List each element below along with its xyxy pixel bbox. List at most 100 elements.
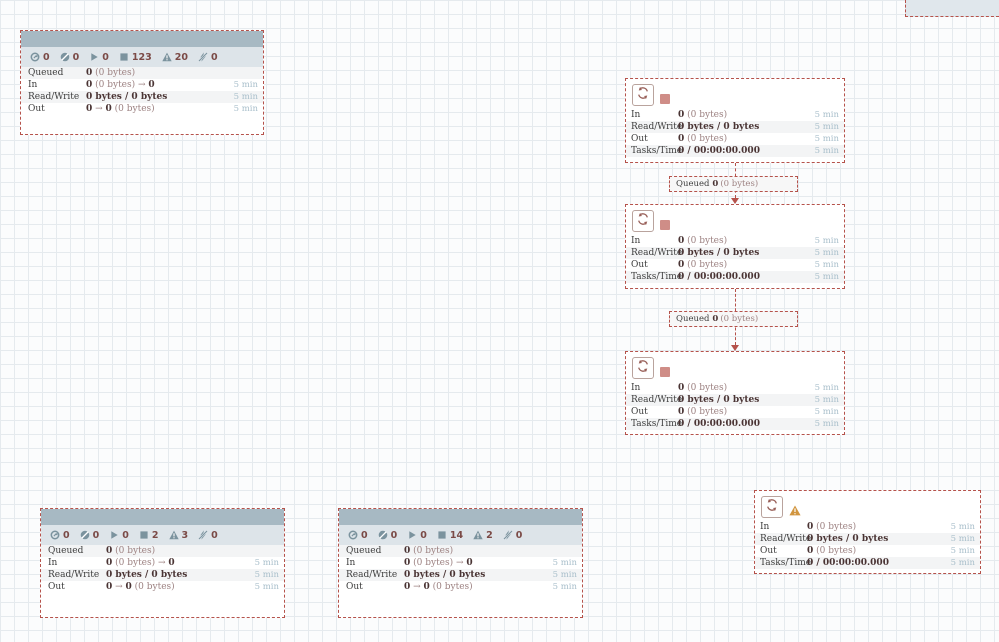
row-value: 0 / 00:00:00.000	[678, 418, 760, 430]
row-time-window: 5 min	[233, 104, 258, 114]
row-value-part: 0 bytes / 0 bytes	[678, 248, 760, 258]
transmitting-icon	[50, 530, 60, 540]
row-label: In	[760, 522, 770, 532]
count-disabled: 0	[210, 51, 218, 63]
row-value-part: 0	[678, 134, 685, 144]
processor-header	[626, 352, 844, 382]
row-value-part: 0	[678, 260, 685, 270]
row-time-window: 5 min	[950, 534, 975, 544]
row-label: In	[631, 110, 641, 120]
status-disabled: 0	[198, 530, 218, 541]
stat-row: Queued 0 (0 bytes)	[339, 545, 582, 557]
row-value-part: 0	[807, 546, 814, 556]
row-time-window: 5 min	[950, 522, 975, 532]
row-label: In	[48, 558, 58, 568]
row-label: Queued	[346, 546, 382, 556]
count-invalid: 3	[181, 529, 189, 541]
row-time-window: 5 min	[552, 558, 577, 568]
row-value: 0 (0 bytes)	[678, 259, 727, 271]
row-value-part: 0	[678, 110, 685, 120]
row-label: In	[346, 558, 356, 568]
row-value-part: (0 bytes)	[92, 68, 136, 78]
running-icon	[109, 530, 119, 540]
row-value-part: 0	[678, 236, 685, 246]
row-value: 0 bytes / 0 bytes	[678, 247, 759, 259]
row-value: 0 (0 bytes)	[86, 67, 135, 79]
status-not_transmitting: 0	[80, 529, 100, 541]
row-value-part: 0 bytes / 0 bytes	[404, 570, 486, 580]
row-value: 0 (0 bytes)	[807, 545, 856, 557]
row-value: 0 bytes / 0 bytes	[678, 121, 759, 133]
status-not_transmitting: 0	[378, 530, 397, 541]
row-value-part: 0	[86, 68, 93, 78]
row-label: In	[631, 383, 641, 393]
row-time-window: 5 min	[950, 546, 975, 556]
row-time-window: 5 min	[233, 92, 258, 102]
row-value-part: 0 bytes / 0 bytes	[86, 92, 168, 102]
refresh-icon	[635, 211, 651, 231]
row-label: Tasks/Time	[760, 558, 812, 568]
status-stopped: 2	[139, 530, 159, 541]
row-time-window: 5 min	[552, 570, 577, 580]
count-running: 0	[420, 529, 427, 541]
count-transmitting: 0	[361, 529, 368, 541]
row-value: 0 (0 bytes)	[678, 382, 727, 394]
stopped-icon	[119, 52, 129, 62]
row-value: 0 (0 bytes)	[678, 109, 727, 121]
invalid-icon	[168, 530, 179, 540]
row-time-window: 5 min	[552, 582, 577, 592]
row-label: Queued	[28, 68, 64, 78]
invalid-state-icon	[789, 501, 801, 516]
row-label: Out	[631, 260, 648, 270]
row-value-part: 0	[678, 407, 685, 417]
row-label: Read/Write	[760, 534, 812, 544]
row-value-part: 0 / 00:00:00.000	[678, 146, 760, 156]
status-invalid: 3	[168, 529, 189, 541]
row-value-part: 0	[404, 546, 411, 556]
running-icon	[89, 52, 99, 62]
row-label: Read/Write	[28, 92, 80, 102]
row-time-window: 5 min	[814, 248, 839, 258]
partial-component[interactable]	[905, 0, 999, 17]
row-value: 0 (0 bytes)	[678, 406, 727, 418]
status-transmitting: 0	[30, 52, 50, 63]
processor-type-icon-box	[761, 496, 783, 518]
processor-type-icon-box	[632, 84, 654, 106]
row-label: Out	[48, 582, 65, 592]
count-not_transmitting: 0	[92, 529, 100, 541]
row-value: 0 (0 bytes)	[404, 545, 453, 557]
processor-type-icon-box	[632, 357, 654, 379]
row-value-part: 0 bytes / 0 bytes	[678, 122, 760, 132]
queued-count: 0	[712, 179, 719, 189]
row-label: Queued	[48, 546, 84, 556]
row-value-part: 0	[106, 582, 113, 592]
row-value-part: (0 bytes)	[684, 260, 728, 270]
row-time-window: 5 min	[814, 419, 839, 429]
status-invalid: 20	[162, 52, 188, 63]
queued-count: 0	[712, 314, 719, 324]
